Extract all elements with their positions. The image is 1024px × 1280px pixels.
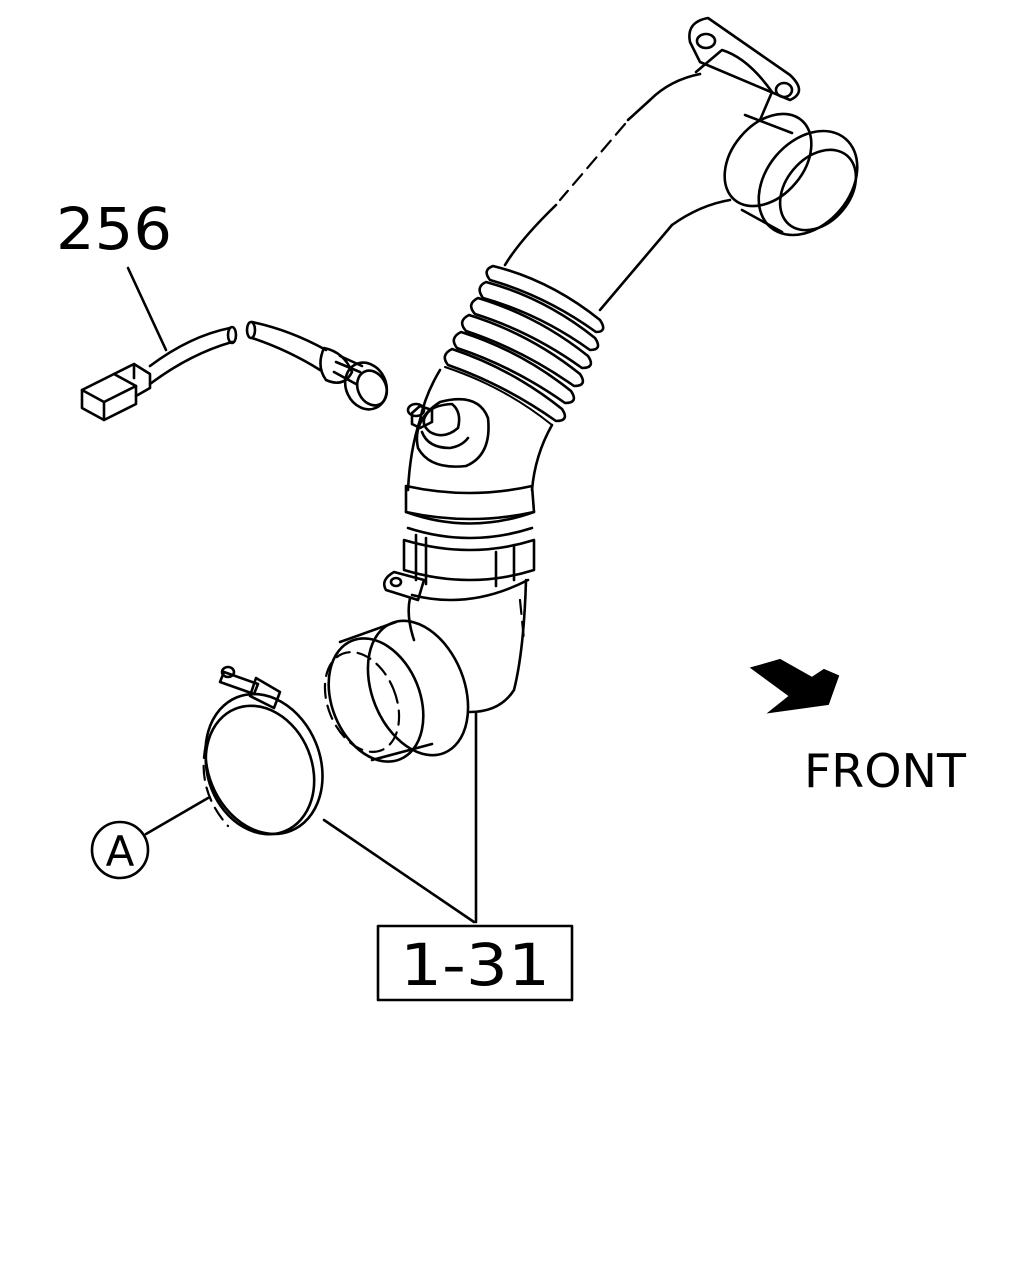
part-number-1-31: 1-31 bbox=[400, 931, 550, 999]
callout-a: A bbox=[90, 820, 150, 880]
duct-lower-inlet bbox=[323, 619, 470, 763]
duct-lower-elbow bbox=[407, 578, 530, 714]
hose-clamp bbox=[202, 665, 324, 836]
duct-upper-outlet bbox=[723, 112, 859, 237]
part-number-256: 256 bbox=[56, 195, 172, 263]
front-direction-arrow bbox=[749, 658, 840, 714]
duct-clamp-bands bbox=[382, 484, 536, 602]
duct-upper-tube bbox=[503, 72, 732, 312]
part-box-1-31: 1-31 bbox=[376, 924, 574, 1002]
duct-mid-section bbox=[406, 368, 554, 492]
duct-upper-flange bbox=[688, 16, 801, 122]
duct-bellows bbox=[443, 264, 605, 426]
sensor-wire-harness bbox=[80, 320, 389, 422]
callout-a-letter: A bbox=[106, 827, 135, 876]
front-label: FRONT bbox=[804, 744, 967, 798]
leader-lines bbox=[126, 266, 478, 924]
air-duct-assembly bbox=[323, 16, 859, 763]
